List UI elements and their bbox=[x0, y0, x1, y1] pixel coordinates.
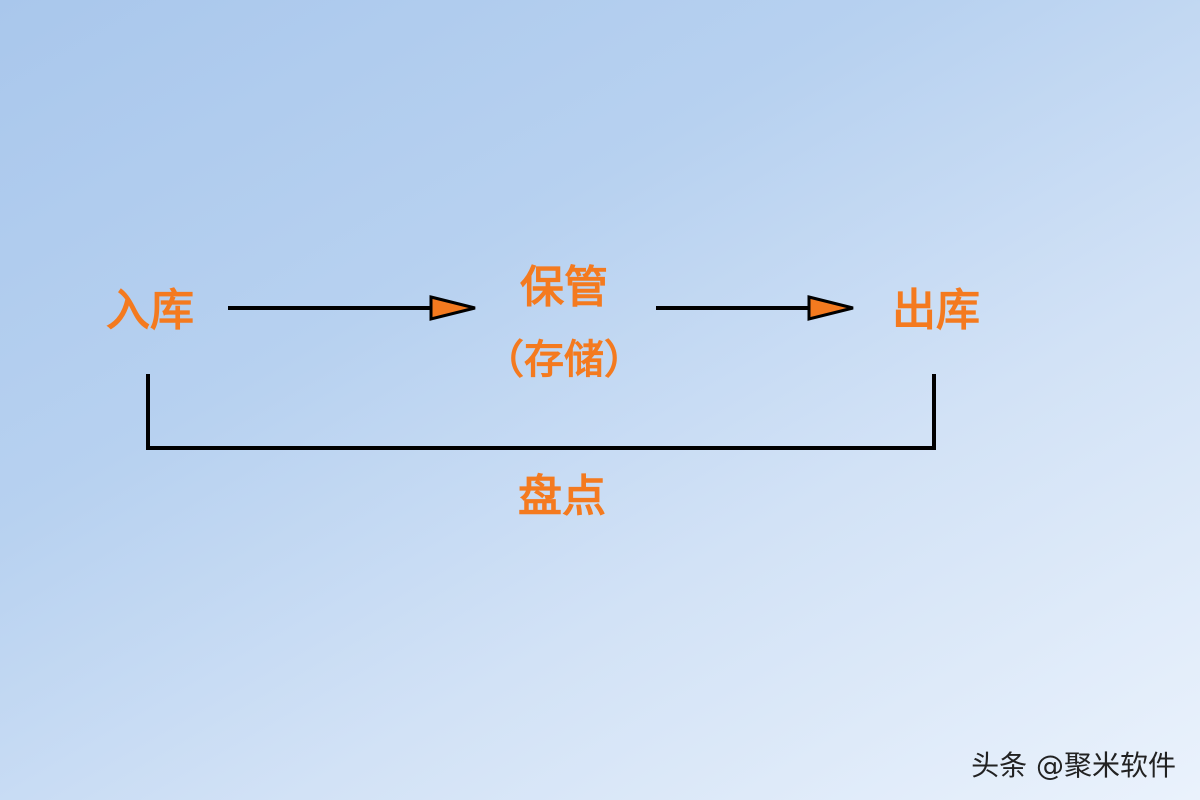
node-outbound: 出库 bbox=[892, 285, 980, 336]
arrow-inbound-to-storage-head bbox=[429, 295, 476, 321]
inventory-bracket bbox=[146, 374, 936, 450]
arrow-storage-to-outbound-head bbox=[807, 295, 854, 321]
node-inbound: 入库 bbox=[106, 285, 194, 336]
node-storage: 保管 bbox=[520, 262, 608, 313]
node-inventory: 盘点 bbox=[518, 471, 606, 522]
watermark-text: 头条 @聚米软件 bbox=[971, 749, 1176, 782]
node-storage-subtitle: （存储） bbox=[484, 337, 644, 383]
